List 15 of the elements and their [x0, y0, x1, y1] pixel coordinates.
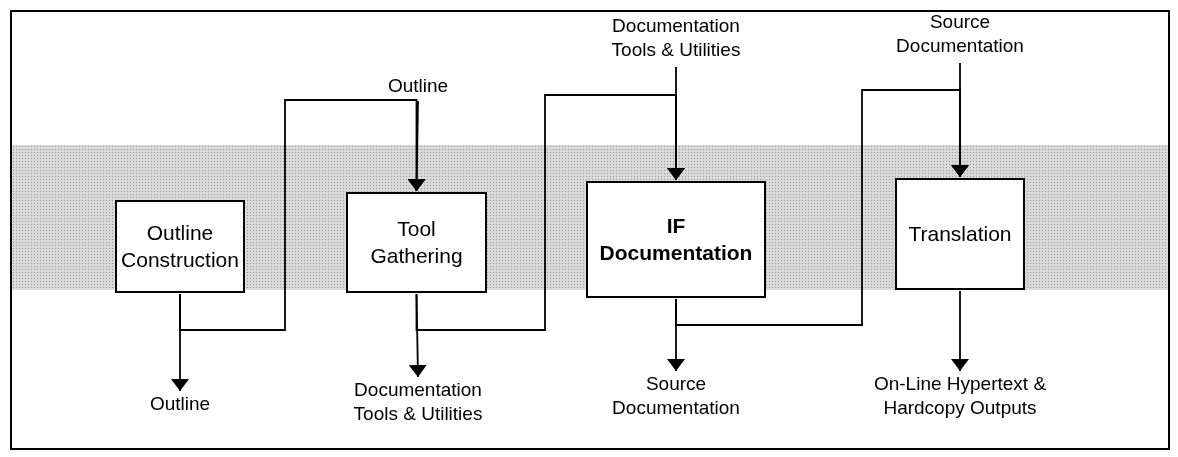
- flow-label: Outline: [130, 392, 230, 418]
- arrow: [951, 290, 969, 372]
- process-box: Outline Construction: [115, 200, 245, 293]
- flow-label: On-Line Hypertext & Hardcopy Outputs: [860, 372, 1060, 424]
- arrow: [667, 66, 685, 181]
- arrow: [951, 62, 969, 178]
- flow-label: Documentation Tools & Utilities: [591, 14, 761, 66]
- flow-label: Outline: [368, 74, 468, 100]
- flow-label: Source Documentation: [885, 10, 1035, 62]
- process-box: Translation: [895, 178, 1025, 290]
- flow-label: Source Documentation: [601, 372, 751, 424]
- process-box: Tool Gathering: [346, 192, 487, 293]
- process-box: IF Documentation: [586, 181, 766, 298]
- arrow: [407, 100, 426, 192]
- flow-label: Documentation Tools & Utilities: [333, 378, 503, 430]
